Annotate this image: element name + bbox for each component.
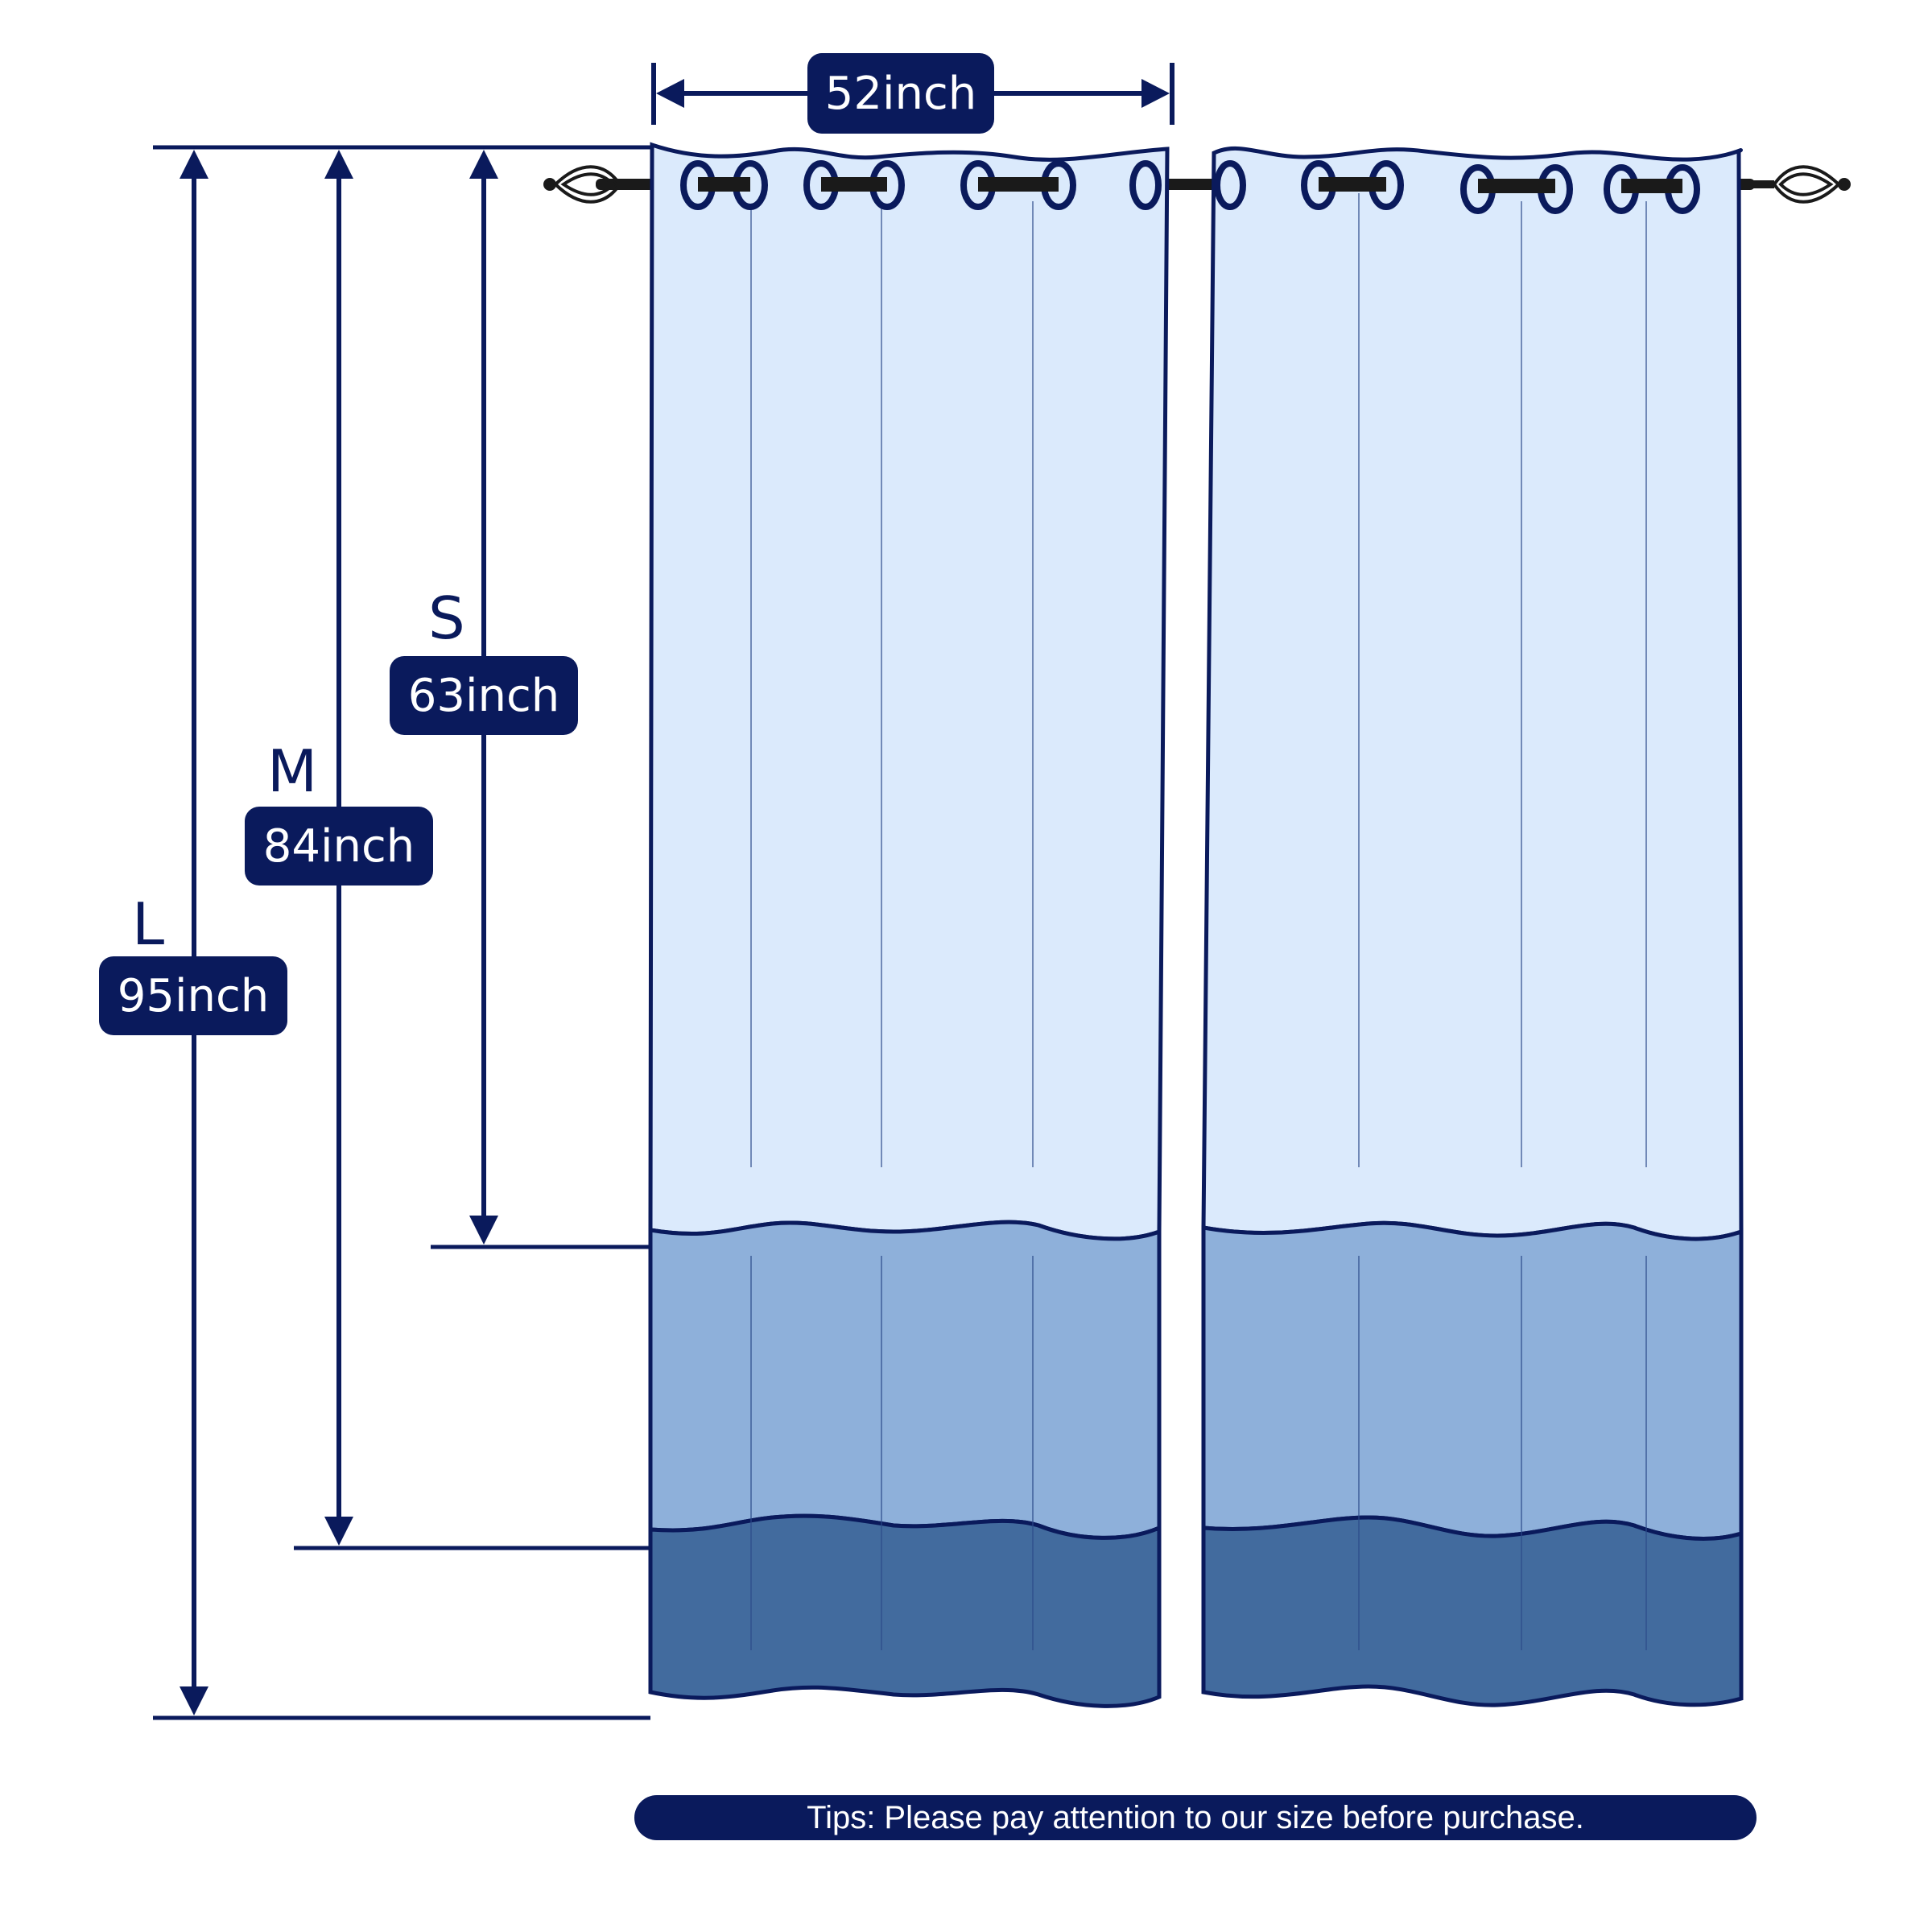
- left-rod-segments: [698, 177, 1059, 192]
- size-m-badge: 84inch: [245, 807, 433, 886]
- right-panel-middle: [1201, 1220, 1744, 1542]
- size-m-letter: M: [267, 737, 318, 805]
- left-panel-top: [648, 142, 1170, 1241]
- size-l-letter: L: [132, 890, 165, 958]
- width-badge: 52inch: [807, 53, 994, 134]
- right-finial-icon: [1747, 165, 1851, 204]
- size-l-badge: 95inch: [99, 956, 287, 1035]
- tips-banner: Tips: Please pay attention to our size b…: [634, 1795, 1757, 1840]
- right-curtain-panel: [1201, 146, 1744, 1707]
- size-s-letter: S: [428, 584, 465, 652]
- size-s-badge: 63inch: [390, 656, 578, 735]
- right-panel-bottom: [1201, 1515, 1744, 1707]
- left-pleat-lines: [750, 193, 1034, 1650]
- right-rod-segments: [1319, 177, 1682, 193]
- left-curtain-panel: [648, 142, 1170, 1708]
- left-finial-icon: [543, 165, 644, 204]
- right-panel-top: [1201, 146, 1744, 1241]
- right-pleat-lines: [1358, 193, 1647, 1650]
- left-panel-middle: [648, 1220, 1162, 1540]
- reference-lines: [153, 145, 650, 1720]
- length-l-arrow: [180, 150, 208, 1715]
- right-grommets: [1214, 160, 1700, 214]
- left-panel-bottom: [648, 1513, 1162, 1708]
